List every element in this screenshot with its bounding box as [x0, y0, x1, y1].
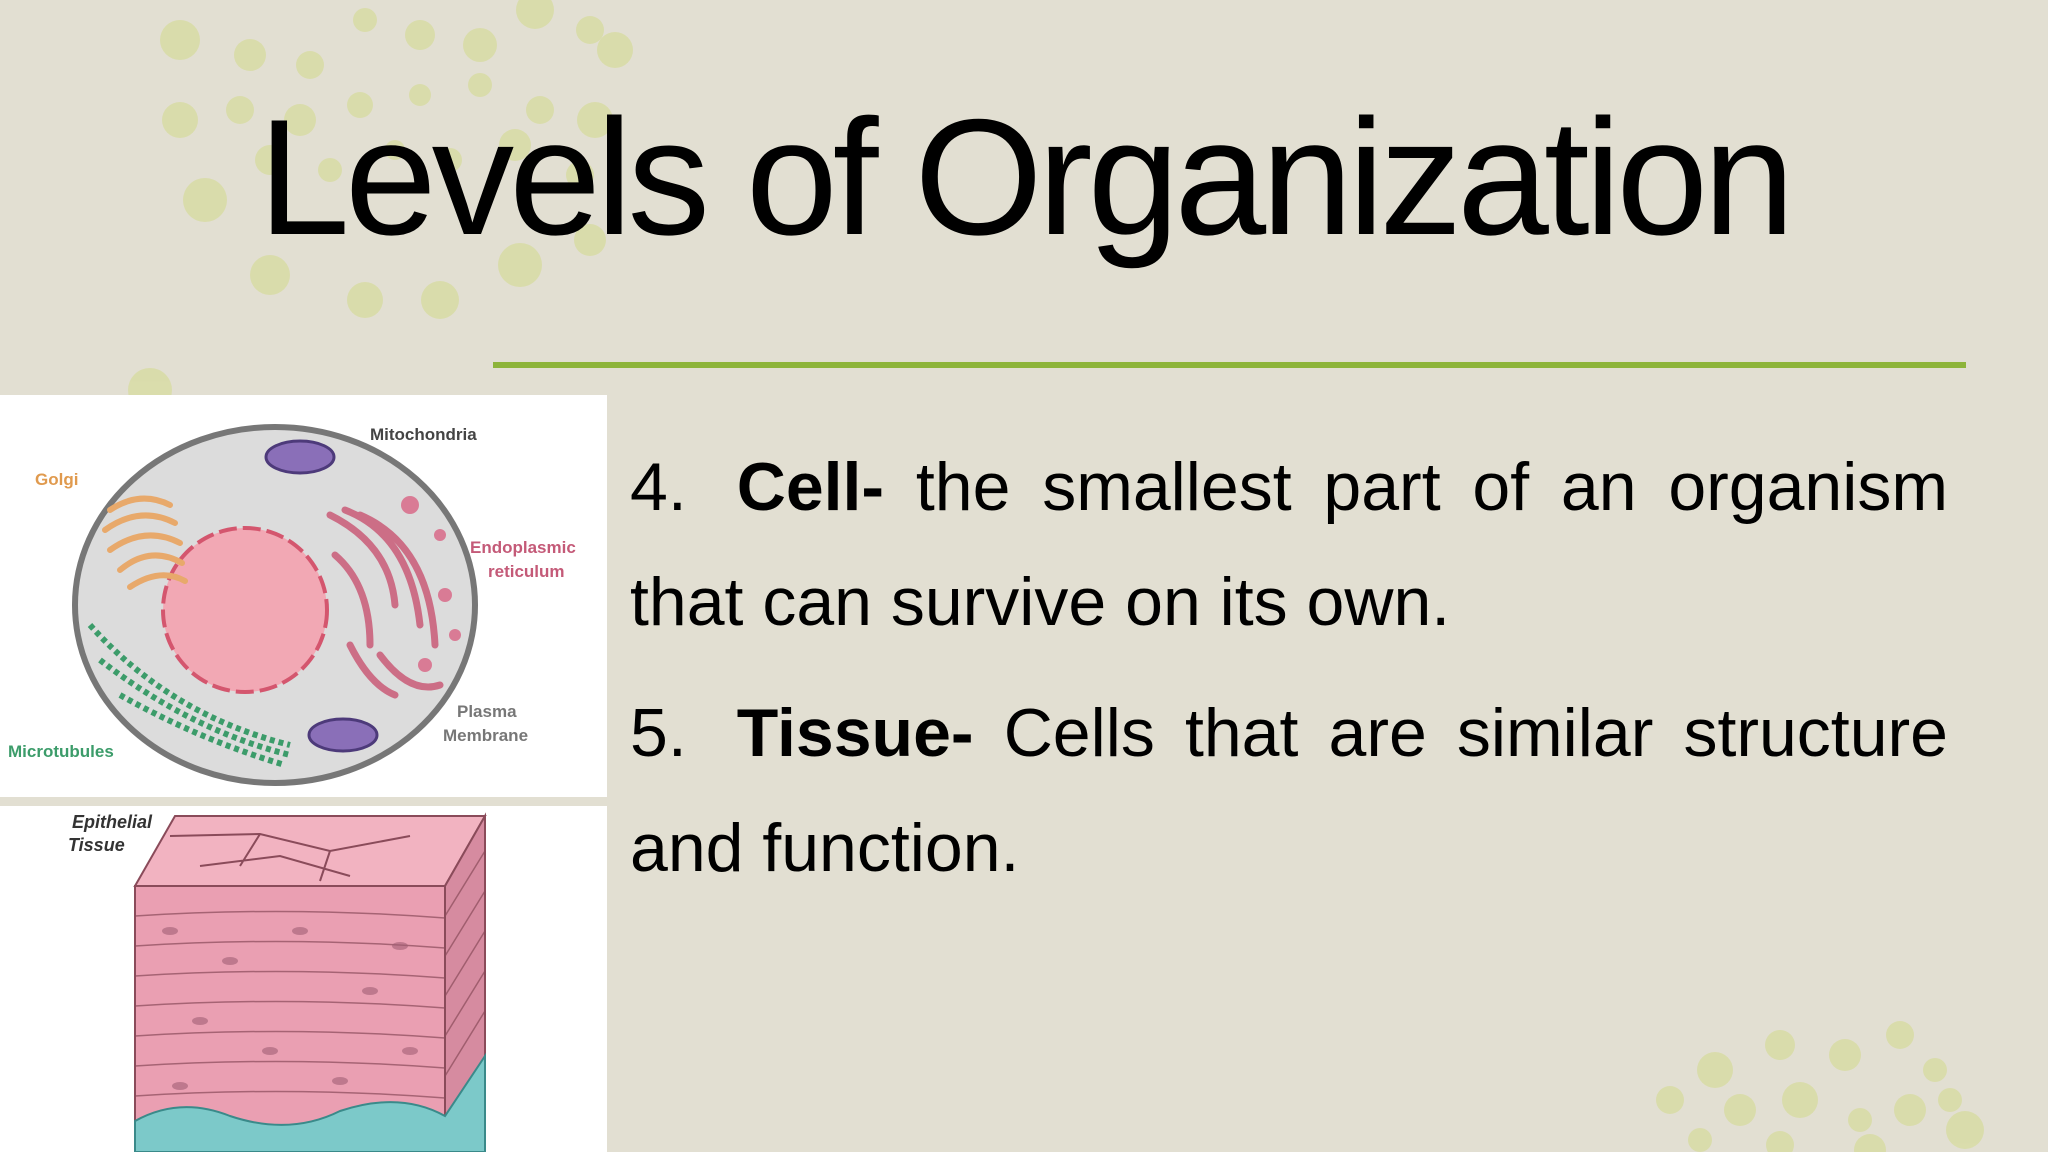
er-label-line1: Endoplasmic — [470, 538, 576, 557]
plasma-label-line1: Plasma — [457, 702, 517, 721]
microtubules-label: Microtubules — [8, 742, 114, 761]
cell-diagram-image: Mitochondria Golgi Endoplasmic reticulum… — [0, 395, 607, 797]
tissue-label-line1: Epithelial — [72, 812, 153, 832]
title-divider — [493, 362, 1966, 368]
item-text: the smallest part of an organism that ca… — [630, 449, 1948, 640]
tissue-label-line2: Tissue — [68, 835, 125, 855]
mitochondria-label: Mitochondria — [370, 425, 477, 444]
item-number: 4. — [630, 449, 687, 525]
item-term: Tissue- — [736, 695, 974, 771]
tissue-diagram-image: Epithelial Tissue — [0, 806, 607, 1152]
list-item: 4. Cell- the smallest part of an organism… — [630, 430, 1948, 660]
list-item: 5. Tissue- Cells that are similar structu… — [630, 676, 1948, 906]
slide-title: Levels of Organization — [258, 85, 1795, 269]
item-text: Cells that are similar structure and fun… — [630, 695, 1948, 886]
plasma-label-line2: Membrane — [443, 726, 528, 745]
body-text: 4. Cell- the smallest part of an organism… — [630, 430, 1948, 922]
er-label-line2: reticulum — [488, 562, 565, 581]
item-number: 5. — [630, 695, 687, 771]
golgi-label: Golgi — [35, 470, 78, 489]
item-term: Cell- — [736, 449, 885, 525]
